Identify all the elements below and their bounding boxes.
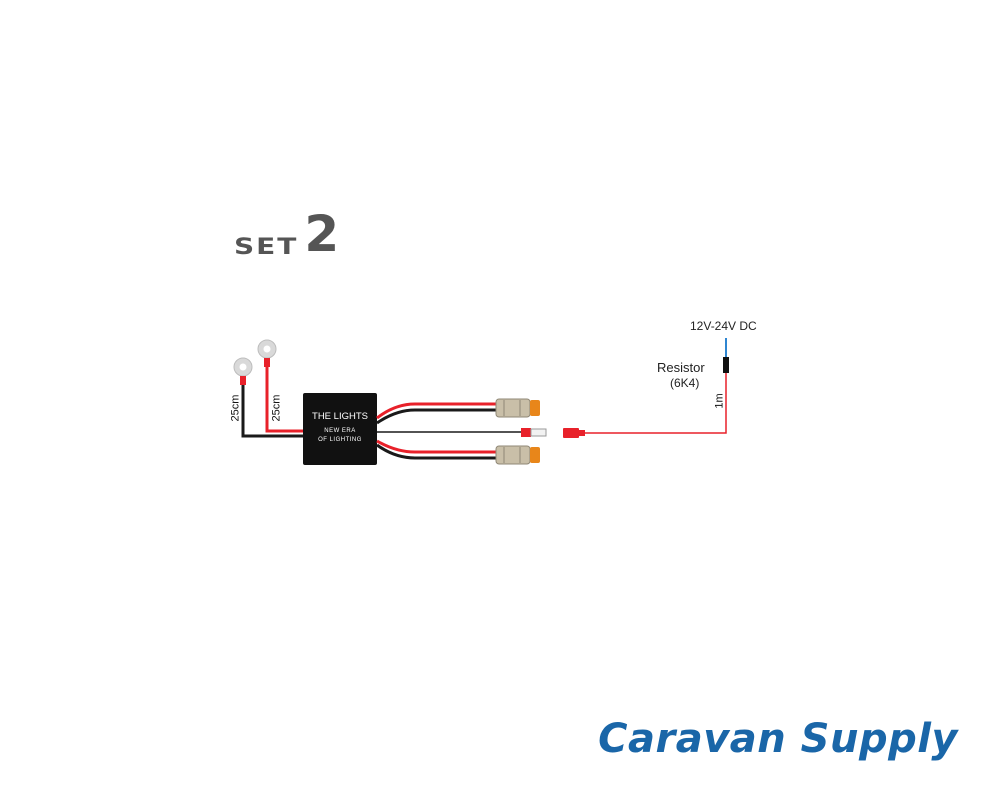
connector-bottom xyxy=(495,445,540,465)
set-number: 2 xyxy=(304,205,340,263)
resistor-value-label: (6K4) xyxy=(670,376,700,390)
ground-wire xyxy=(241,385,305,438)
connector-top xyxy=(495,398,540,418)
cable-length-label: 1m xyxy=(713,393,726,409)
set-title: SET 2 xyxy=(234,205,340,263)
output-wire-bottom-red xyxy=(376,439,498,454)
box-tagline-2: OF LIGHTING xyxy=(318,437,362,443)
caravan-supply-logo: Caravan Supply xyxy=(598,716,958,762)
output-wire-top-red xyxy=(376,402,498,420)
ring-terminal-red xyxy=(257,339,277,367)
box-tagline-1: NEW ERA xyxy=(324,428,356,434)
resistor-label: Resistor xyxy=(657,360,705,375)
ground-wire-length-label: 25cm xyxy=(229,394,242,422)
set-word: SET xyxy=(234,233,299,260)
control-box xyxy=(303,393,377,465)
output-wire-top-black xyxy=(376,408,498,425)
male-spade-connector xyxy=(521,428,547,437)
power-wire xyxy=(265,367,305,433)
female-spade-connector xyxy=(563,428,585,438)
supply-voltage-label: 12V-24V DC xyxy=(690,319,757,333)
box-brand-label: THE LIGHTS xyxy=(312,411,368,422)
supply-cable xyxy=(585,372,727,434)
resistor xyxy=(723,357,729,373)
ring-terminal-black xyxy=(233,357,253,385)
output-wire-bottom-black xyxy=(376,443,498,460)
power-wire-length-label: 25cm xyxy=(270,394,283,422)
